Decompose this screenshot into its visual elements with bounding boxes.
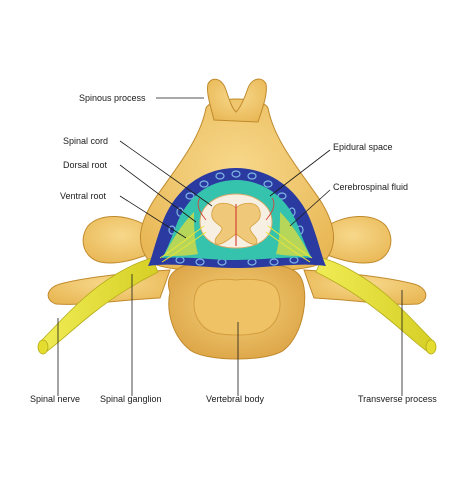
label-spinous-process: Spinous process [79, 93, 146, 103]
transverse-process-left [82, 215, 161, 264]
blood-vessels [197, 197, 275, 221]
leader-lines [57, 97, 403, 396]
spinal-nerve-left-end [37, 339, 49, 355]
spinal-nerve-right [315, 257, 435, 353]
epidural-space-left [164, 212, 198, 256]
leader-epidural-space [269, 149, 331, 197]
leader-spinal-cord [119, 140, 213, 207]
label-ventral-root: Ventral root [60, 191, 107, 201]
label-spinal-ganglion: Spinal ganglion [100, 394, 162, 404]
leader-ventral-root [119, 195, 187, 239]
leader-dorsal-root [119, 164, 197, 223]
transverse-process-right [313, 215, 392, 264]
label-dorsal-root: Dorsal root [63, 160, 108, 170]
label-vertebral-body: Vertebral body [206, 394, 265, 404]
label-transverse-process: Transverse process [358, 394, 437, 404]
label-cerebrospinal-fluid: Cerebrospinal fluid [333, 182, 408, 192]
spinous-process [207, 78, 267, 123]
label-epidural-space: Epidural space [333, 142, 393, 152]
leader-cerebrospinal-fluid [289, 189, 331, 227]
spinal-nerve-right-end [425, 339, 437, 355]
label-spinal-nerve: Spinal nerve [30, 394, 80, 404]
vertebral-body-inner [193, 278, 281, 336]
nerve-roots [159, 225, 313, 263]
label-spinal-cord: Spinal cord [63, 136, 108, 146]
